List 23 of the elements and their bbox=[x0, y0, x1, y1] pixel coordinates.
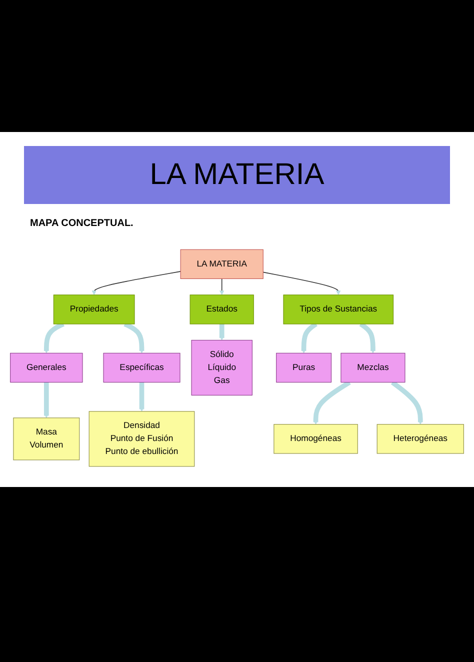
node-box: Sólido Líquido Gas bbox=[191, 340, 252, 396]
node-box: Homogéneas bbox=[274, 424, 358, 454]
node-box: LA MATERIA bbox=[180, 249, 264, 279]
arrow bbox=[44, 382, 49, 418]
node-box: Específicas bbox=[103, 352, 180, 383]
node-box: Heterogéneas bbox=[376, 424, 464, 454]
node-box: Generales bbox=[10, 352, 83, 383]
arrow bbox=[262, 272, 341, 296]
arrow bbox=[219, 278, 224, 296]
node-box: Densidad Punto de Fusión Punto de ebullición bbox=[88, 411, 195, 467]
node-box: Tipos de Sustancias bbox=[283, 294, 394, 324]
subtitle: MAPA CONCEPTUAL. bbox=[30, 218, 134, 229]
node-box: Estados bbox=[190, 294, 254, 324]
node-box: Puras bbox=[276, 352, 332, 383]
arrow bbox=[313, 380, 351, 425]
node-box: Masa Volumen bbox=[13, 418, 80, 460]
arrow bbox=[139, 382, 144, 412]
arrow bbox=[390, 380, 423, 425]
title-banner: LA MATERIA bbox=[24, 146, 450, 204]
node-box: Mezclas bbox=[340, 352, 406, 383]
arrow bbox=[92, 271, 181, 296]
node-box: Propiedades bbox=[53, 294, 135, 324]
arrow bbox=[219, 322, 224, 340]
